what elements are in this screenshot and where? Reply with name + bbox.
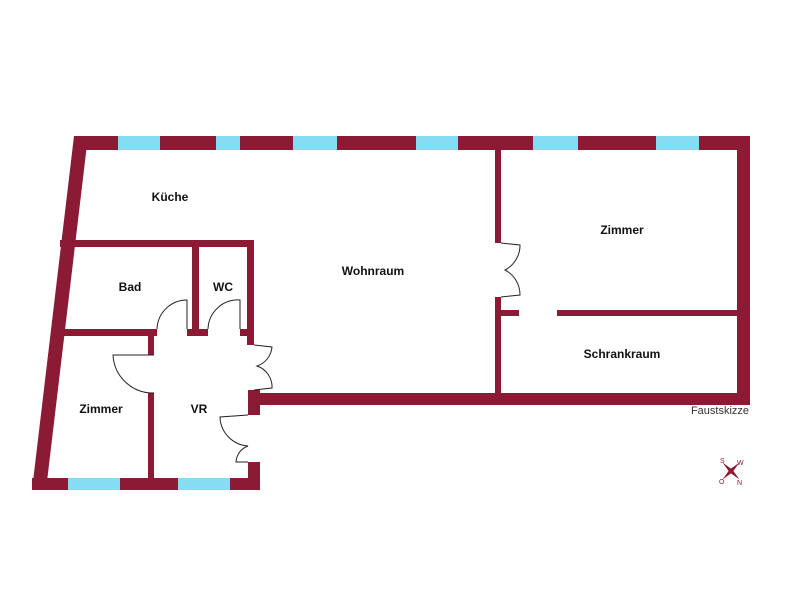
compass-icon: S O W N bbox=[719, 458, 744, 487]
room-label-vr: VR bbox=[190, 402, 208, 416]
doors bbox=[112, 242, 521, 463]
svg-text:W: W bbox=[737, 460, 744, 467]
walls bbox=[32, 136, 750, 490]
room-label-zimmer-right: Zimmer bbox=[600, 223, 644, 237]
sketch-note: Faustskizze bbox=[690, 405, 750, 417]
room-label-kueche: Küche bbox=[151, 190, 189, 204]
room-label-wohnraum: Wohnraum bbox=[341, 264, 405, 278]
room-label-zimmer-left: Zimmer bbox=[79, 402, 123, 416]
svg-text:S: S bbox=[720, 458, 725, 465]
svg-text:O: O bbox=[719, 479, 725, 486]
windows bbox=[68, 136, 699, 490]
room-label-wc: WC bbox=[213, 280, 233, 294]
svg-text:N: N bbox=[737, 480, 742, 487]
room-label-schrankraum: Schrankraum bbox=[583, 347, 661, 361]
room-label-bad: Bad bbox=[118, 280, 142, 294]
